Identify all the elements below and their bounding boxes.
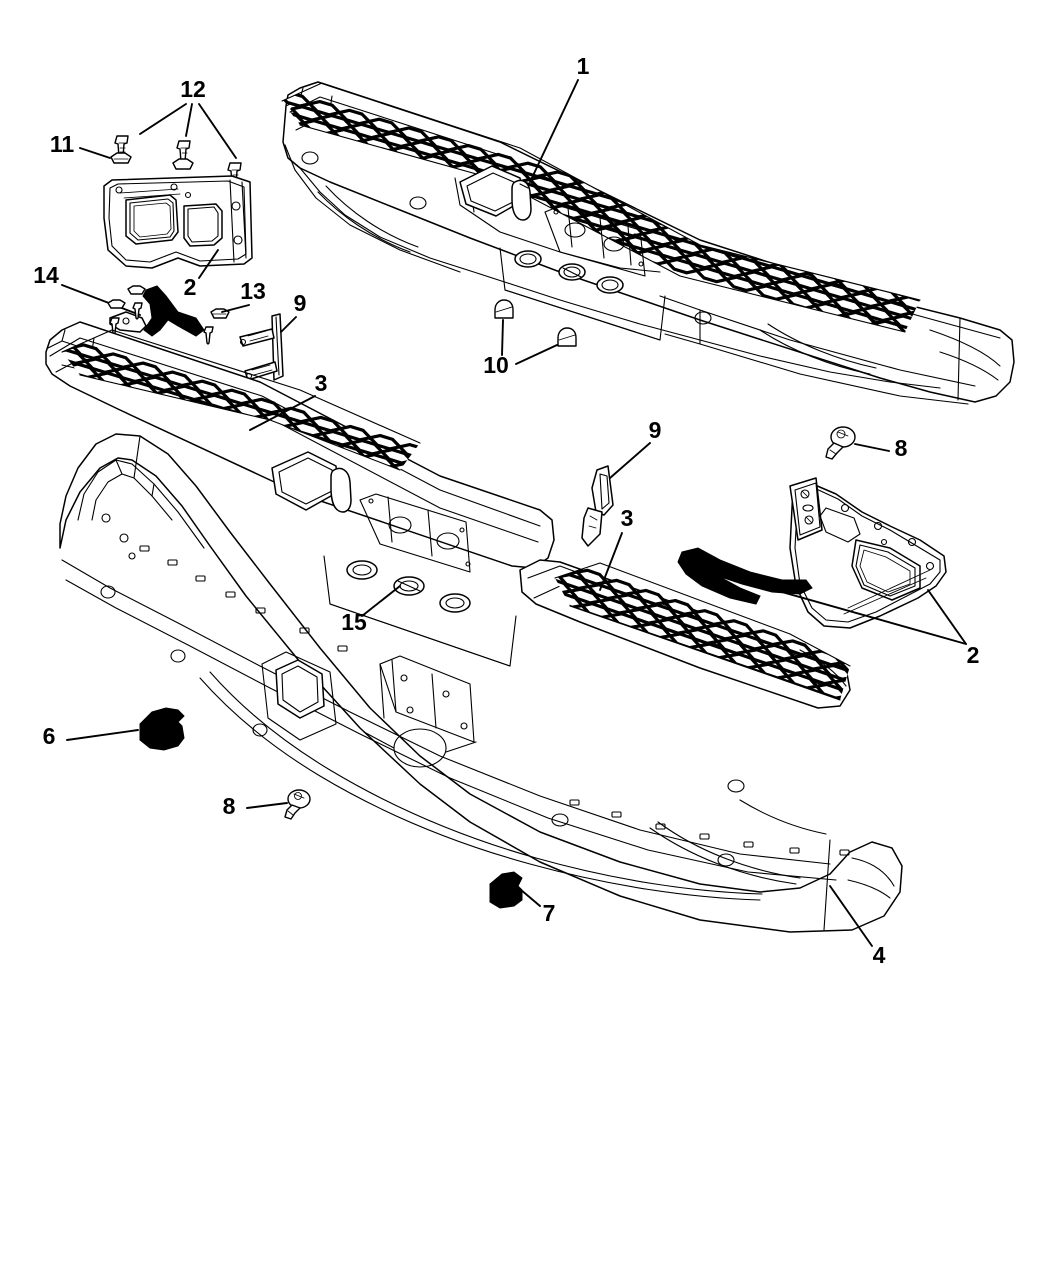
part-11-nut-b: [172, 158, 194, 170]
callout-label-12: 12: [180, 76, 206, 102]
callout-label-2a: 2: [184, 274, 197, 300]
leader-line-6: [66, 729, 139, 741]
leader-line-4: [829, 885, 873, 947]
callout-label-11: 11: [50, 131, 75, 157]
leader-line-9-upper: [280, 316, 297, 333]
part-6-retainer-clip-u-nut: [139, 707, 185, 751]
callout-label-6: 6: [43, 723, 56, 749]
part-10-plug-cap-b: [557, 327, 577, 347]
callout-label-13: 13: [240, 278, 266, 304]
part-11-nut-e: [107, 299, 126, 309]
part-8-push-pin-fastener-left: [284, 789, 311, 820]
leader-line-12-c: [198, 103, 237, 159]
callout-label-1: 1: [577, 53, 590, 79]
leader-line-2-right-a: [927, 589, 967, 645]
leader-line-8-left: [246, 802, 288, 809]
part-3-bumper-step-pad-lower: [519, 559, 851, 709]
part-11-nut-d: [127, 285, 146, 295]
part-14-reinforcement-brace: [109, 285, 205, 337]
callout-label-8a: 8: [895, 435, 908, 461]
part-4-rear-bumper-fascia-lower: [59, 433, 903, 933]
callout-label-3b: 3: [621, 505, 634, 531]
part-14-reinforcement-brace-right: [677, 547, 813, 605]
part-12-bolt-f: [203, 326, 214, 345]
part-12-bolt-d: [132, 302, 143, 320]
part-3-bumper-step-pad-upper: [45, 321, 555, 667]
leader-line-12-a: [139, 103, 187, 135]
part-9-wiring-bracket-lower: [581, 465, 614, 547]
callout-labels: 1 2 2 3 3 4 6 7 8 8 9 9 10 11 12 13 14 1…: [33, 53, 979, 968]
part-11-nut-flange: [110, 152, 132, 164]
leader-line-15: [361, 585, 401, 617]
leader-line-3-upper: [249, 395, 316, 431]
leader-line-12-b: [185, 103, 193, 137]
leader-line-9-lower: [609, 442, 651, 479]
callout-label-15: 15: [341, 609, 367, 635]
part-1-rear-bumper-assembly-complete: [281, 81, 1015, 405]
leader-line-7: [513, 883, 541, 907]
callout-label-8b: 8: [223, 793, 236, 819]
leader-line-1: [529, 79, 579, 183]
leader-line-10-a: [501, 319, 504, 356]
callout-label-7: 7: [543, 900, 556, 926]
part-10-plug-cap-a: [494, 299, 514, 319]
leader-line-13: [221, 304, 250, 313]
part-2-bumper-support-bracket-left: [103, 175, 253, 269]
leader-line-14: [61, 284, 141, 316]
leader-line-2-right-b: [689, 565, 967, 645]
callout-label-3a: 3: [315, 370, 328, 396]
part-2-bumper-support-bracket-right: [789, 477, 947, 629]
callout-label-9b: 9: [649, 417, 662, 443]
callout-label-14: 14: [33, 262, 59, 288]
callout-label-2b: 2: [967, 642, 980, 668]
callout-label-9a: 9: [294, 290, 307, 316]
leader-line-11: [79, 147, 111, 159]
leader-line-3-lower: [599, 532, 623, 591]
leader-line-10-b: [515, 344, 558, 365]
leader-line-2-left: [198, 249, 219, 279]
part-8-push-pin-fastener-right: [825, 426, 856, 460]
leader-line-8-right: [854, 443, 890, 452]
callout-label-4: 4: [873, 942, 886, 968]
callout-label-10: 10: [483, 352, 509, 378]
